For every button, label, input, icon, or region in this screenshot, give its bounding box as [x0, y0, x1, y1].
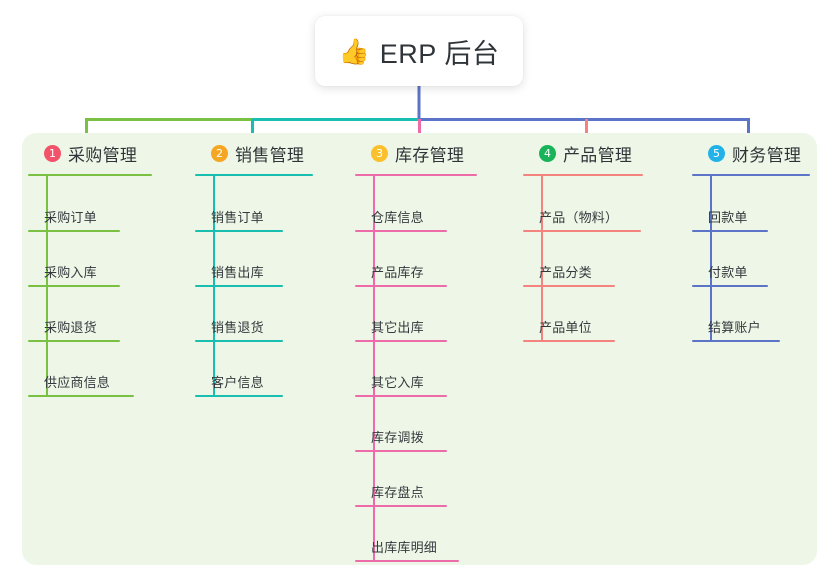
leaf-label: 销售订单 [211, 210, 264, 225]
column-title-4: 产品管理 [563, 145, 633, 165]
leaf-underline [195, 230, 283, 232]
leaf-underline [355, 450, 447, 452]
leaf-underline [355, 560, 459, 562]
leaf-label: 供应商信息 [44, 375, 111, 390]
leaf-underline [28, 340, 120, 342]
leaf-label: 付款单 [708, 265, 748, 280]
leaf-node[interactable]: 销售出库 [195, 253, 283, 287]
column-badge-2: 2 [211, 144, 228, 162]
leaf-label: 客户信息 [211, 375, 264, 390]
diagram-panel: 1 采购管理采购订单采购入库采购退货供应商信息 2 销售管理销售订单销售出库销售退货客… [22, 133, 817, 565]
leaf-underline [692, 230, 768, 232]
column-underline-2 [195, 174, 313, 176]
column-header-2[interactable]: 2 销售管理 [195, 133, 313, 173]
leaf-node[interactable]: 销售退货 [195, 308, 283, 342]
leaf-node[interactable]: 其它入库 [355, 363, 447, 397]
leaf-underline [523, 340, 615, 342]
leaf-label: 产品单位 [539, 320, 592, 335]
leaf-node[interactable]: 结算账户 [692, 308, 780, 342]
diagram-column-4: 4 产品管理产品（物料） 产品分类产品单位 [523, 133, 643, 342]
column-title-5: 财务管理 [732, 145, 802, 165]
leaf-label: 采购订单 [44, 210, 97, 225]
leaf-node[interactable]: 产品库存 [355, 253, 447, 287]
page-title: ERP 后台 [379, 38, 500, 69]
diagram-column-5: 5 财务管理回款单付款单结算账户 [692, 133, 810, 342]
leaf-underline [28, 395, 134, 397]
leaf-label: 结算账户 [708, 320, 761, 335]
column-spine-5 [710, 174, 712, 342]
column-badge-4: 4 [539, 144, 556, 162]
thumbs-up-icon: 👍 [338, 37, 370, 66]
leaf-node[interactable]: 销售订单 [195, 198, 283, 232]
leaf-underline [28, 230, 120, 232]
leaf-node[interactable]: 产品（物料） [523, 198, 641, 232]
leaf-label: 产品库存 [371, 265, 424, 280]
leaf-label: 出库库明细 [371, 540, 438, 555]
column-header-5[interactable]: 5 财务管理 [692, 133, 810, 173]
leaf-underline [28, 285, 120, 287]
column-title-1: 采购管理 [68, 145, 138, 165]
column-header-3[interactable]: 3 库存管理 [355, 133, 477, 173]
leaf-label: 产品分类 [539, 265, 592, 280]
leaf-underline [692, 340, 780, 342]
leaf-node[interactable]: 库存盘点 [355, 473, 447, 507]
leaf-label: 库存调拨 [371, 430, 424, 445]
leaf-node[interactable]: 采购入库 [28, 253, 120, 287]
leaf-label: 其它出库 [371, 320, 424, 335]
leaf-node[interactable]: 其它出库 [355, 308, 447, 342]
leaf-underline [355, 340, 447, 342]
leaf-node[interactable]: 产品分类 [523, 253, 615, 287]
leaf-node[interactable]: 产品单位 [523, 308, 615, 342]
leaf-underline [195, 340, 283, 342]
leaf-underline [195, 395, 283, 397]
leaf-underline [692, 285, 768, 287]
column-spine-4 [541, 174, 543, 342]
column-badge-3: 3 [371, 144, 388, 162]
leaf-node[interactable]: 采购订单 [28, 198, 120, 232]
column-title-2: 销售管理 [235, 145, 305, 165]
leaf-label: 其它入库 [371, 375, 424, 390]
leaf-label: 库存盘点 [371, 485, 424, 500]
leaf-label: 产品（物料） [539, 210, 619, 225]
column-underline-1 [28, 174, 152, 176]
leaf-label: 销售退货 [211, 320, 264, 335]
leaf-node[interactable]: 供应商信息 [28, 363, 134, 397]
diagram-column-2: 2 销售管理销售订单销售出库销售退货客户信息 [195, 133, 313, 397]
column-badge-1: 1 [44, 144, 61, 162]
leaf-underline [355, 230, 447, 232]
leaf-underline [523, 230, 641, 232]
leaf-node[interactable]: 回款单 [692, 198, 768, 232]
column-header-4[interactable]: 4 产品管理 [523, 133, 643, 173]
leaf-underline [355, 395, 447, 397]
leaf-node[interactable]: 客户信息 [195, 363, 283, 397]
column-underline-4 [523, 174, 643, 176]
leaf-label: 销售出库 [211, 265, 264, 280]
leaf-node[interactable]: 付款单 [692, 253, 768, 287]
leaf-label: 仓库信息 [371, 210, 424, 225]
leaf-underline [355, 285, 447, 287]
column-underline-3 [355, 174, 477, 176]
diagram-column-3: 3 库存管理仓库信息产品库存其它出库其它入库库存调拨库存盘点出库库明细 [355, 133, 477, 562]
leaf-node[interactable]: 出库库明细 [355, 528, 459, 562]
root-node[interactable]: 👍 ERP 后台 [315, 16, 523, 86]
leaf-node[interactable]: 仓库信息 [355, 198, 447, 232]
column-header-1[interactable]: 1 采购管理 [28, 133, 152, 173]
leaf-node[interactable]: 采购退货 [28, 308, 120, 342]
column-spine-3 [373, 174, 375, 562]
column-title-3: 库存管理 [395, 145, 465, 165]
leaf-node[interactable]: 库存调拨 [355, 418, 447, 452]
diagram-column-1: 1 采购管理采购订单采购入库采购退货供应商信息 [28, 133, 152, 397]
column-badge-5: 5 [708, 144, 725, 162]
leaf-label: 回款单 [708, 210, 748, 225]
leaf-label: 采购入库 [44, 265, 97, 280]
leaf-underline [355, 505, 447, 507]
leaf-underline [195, 285, 283, 287]
column-underline-5 [692, 174, 810, 176]
leaf-label: 采购退货 [44, 320, 97, 335]
leaf-underline [523, 285, 615, 287]
